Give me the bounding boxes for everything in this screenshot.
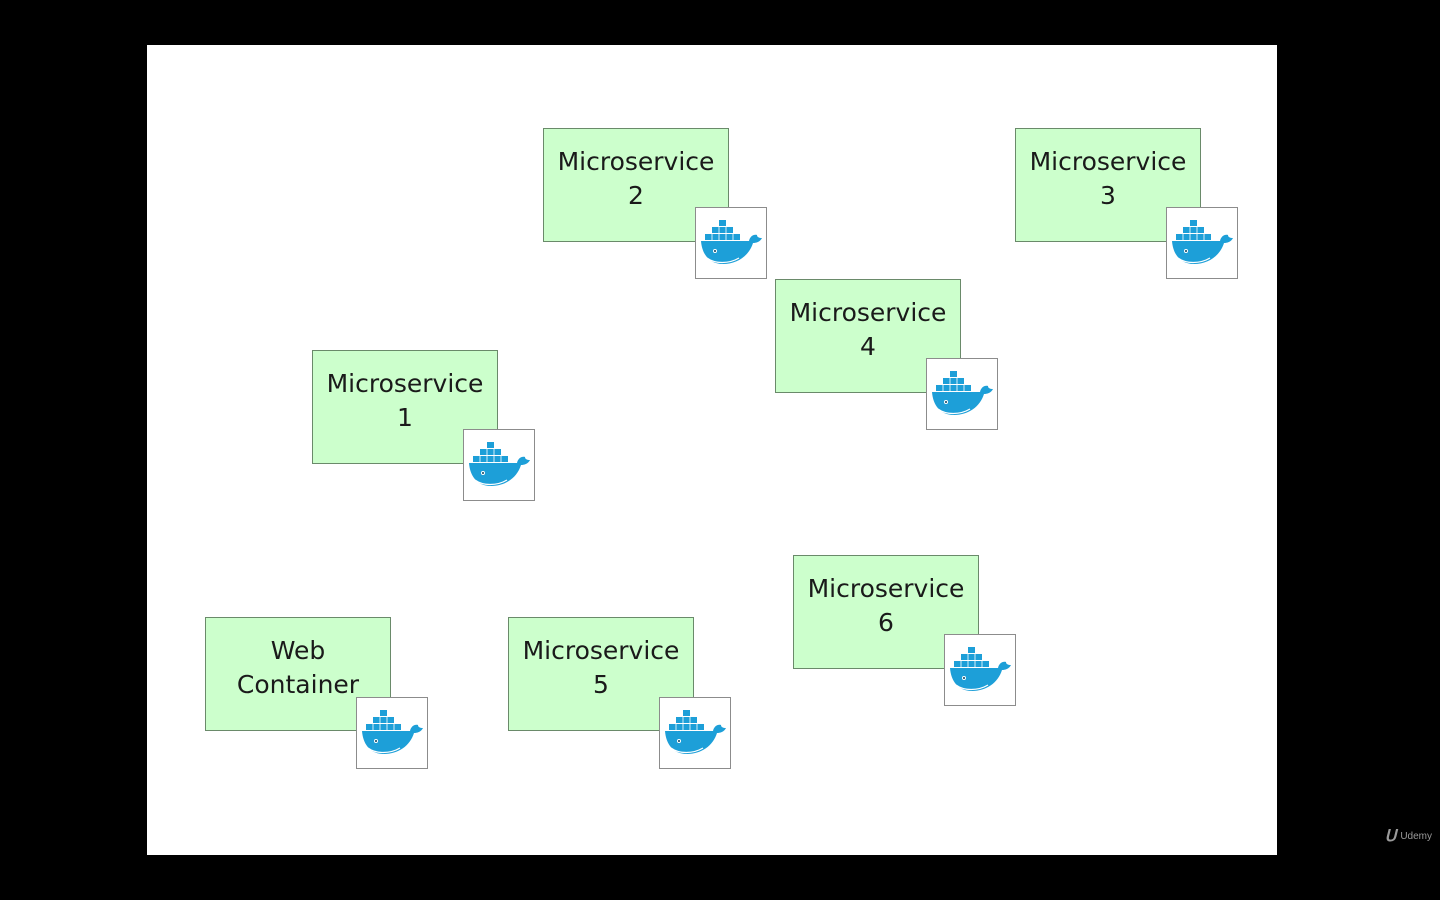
docker-whale-icon xyxy=(463,429,535,501)
node-number: 1 xyxy=(397,403,413,432)
udemy-logo-icon: ꓴ xyxy=(1384,828,1397,845)
node-number: 3 xyxy=(1100,181,1116,210)
node-number: 6 xyxy=(878,608,894,637)
node-web-container: Web Container xyxy=(205,617,391,731)
slide: Web Container Microservice 1 Microservic… xyxy=(147,45,1277,855)
node-title: Microservice xyxy=(557,147,715,176)
node-number: 4 xyxy=(860,332,876,361)
node-subtitle: Container xyxy=(236,670,360,699)
docker-whale-icon xyxy=(356,697,428,769)
node-title: Microservice xyxy=(789,298,947,327)
node-title: Microservice xyxy=(326,369,484,398)
docker-whale-icon xyxy=(695,207,767,279)
node-title: Microservice xyxy=(807,574,965,603)
node-title: Web xyxy=(270,636,326,665)
docker-whale-icon xyxy=(926,358,998,430)
docker-whale-icon xyxy=(659,697,731,769)
node-title: Microservice xyxy=(1029,147,1187,176)
node-microservice-2: Microservice 2 xyxy=(543,128,729,242)
udemy-watermark: ꓴ Udemy xyxy=(1385,826,1432,846)
udemy-logo-text: Udemy xyxy=(1400,830,1432,842)
node-title: Microservice xyxy=(522,636,680,665)
node-number: 5 xyxy=(593,670,609,699)
docker-whale-icon xyxy=(944,634,1016,706)
docker-whale-icon xyxy=(1166,207,1238,279)
node-number: 2 xyxy=(628,181,644,210)
